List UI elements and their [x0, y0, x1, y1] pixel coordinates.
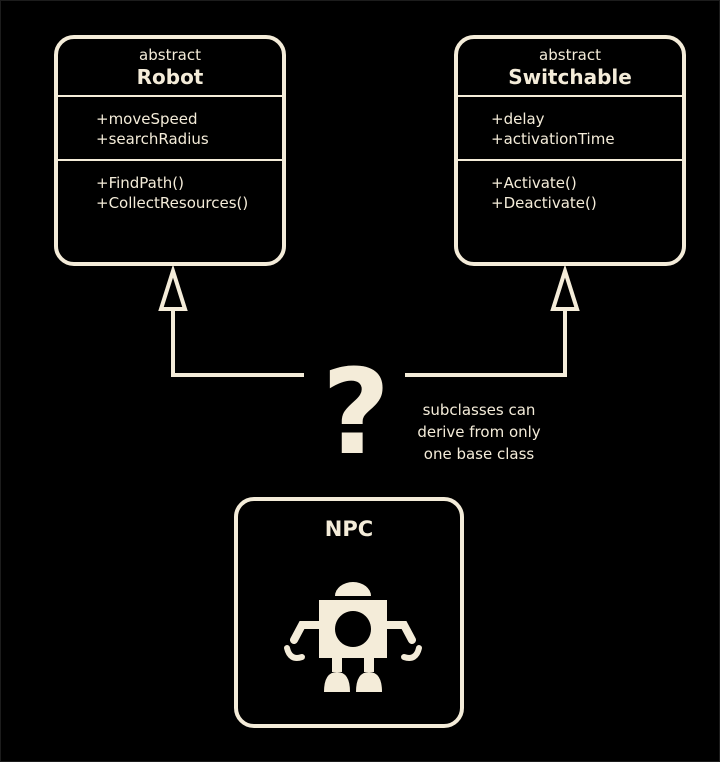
class-methods: +FindPath() +CollectResources()	[58, 161, 282, 213]
note-line: subclasses can	[422, 401, 536, 419]
inheritance-line-switchable	[405, 309, 567, 377]
attribute: +moveSpeed	[96, 110, 198, 128]
note-line: derive from only	[417, 423, 541, 441]
npc-title: NPC	[324, 517, 374, 541]
class-name: Robot	[136, 65, 204, 89]
class-stereotype: abstract	[539, 46, 601, 64]
method: +CollectResources()	[96, 194, 249, 212]
class-name: Switchable	[508, 65, 632, 89]
attribute: +activationTime	[491, 130, 615, 148]
class-box-switchable: abstract Switchable +delay +activationTi…	[454, 35, 686, 266]
robot-claw-right	[401, 645, 422, 661]
question-mark-icon: ?	[321, 343, 391, 481]
robot-foot-right	[356, 672, 382, 692]
class-stereotype: abstract	[139, 46, 201, 64]
attribute: +searchRadius	[96, 130, 209, 148]
inheritance-line-robot	[171, 309, 304, 377]
robot-claw-left	[284, 645, 305, 661]
method: +Deactivate()	[491, 194, 597, 212]
robot-body	[319, 600, 387, 658]
method: +FindPath()	[96, 174, 184, 192]
robot-icon	[284, 582, 422, 692]
note-text: subclasses can derive from only one base…	[404, 399, 554, 465]
class-attributes: +delay +activationTime	[458, 97, 682, 161]
robot-arm-left	[290, 621, 323, 644]
class-box-robot: abstract Robot +moveSpeed +searchRadius …	[54, 35, 286, 266]
robot-head	[335, 582, 371, 596]
class-header: abstract Switchable	[458, 39, 682, 97]
inheritance-arrowhead-robot	[158, 264, 188, 311]
inheritance-arrowhead-switchable	[550, 264, 580, 311]
class-methods: +Activate() +Deactivate()	[458, 161, 682, 213]
class-attributes: +moveSpeed +searchRadius	[58, 97, 282, 161]
robot-foot-left	[324, 672, 350, 692]
robot-arm-right	[383, 621, 416, 644]
robot-leg-right	[364, 658, 374, 672]
class-header: abstract Robot	[58, 39, 282, 97]
note-line: one base class	[423, 445, 535, 463]
robot-leg-left	[332, 658, 342, 672]
attribute: +delay	[491, 110, 545, 128]
method: +Activate()	[491, 174, 577, 192]
class-box-npc: NPC	[234, 497, 464, 728]
